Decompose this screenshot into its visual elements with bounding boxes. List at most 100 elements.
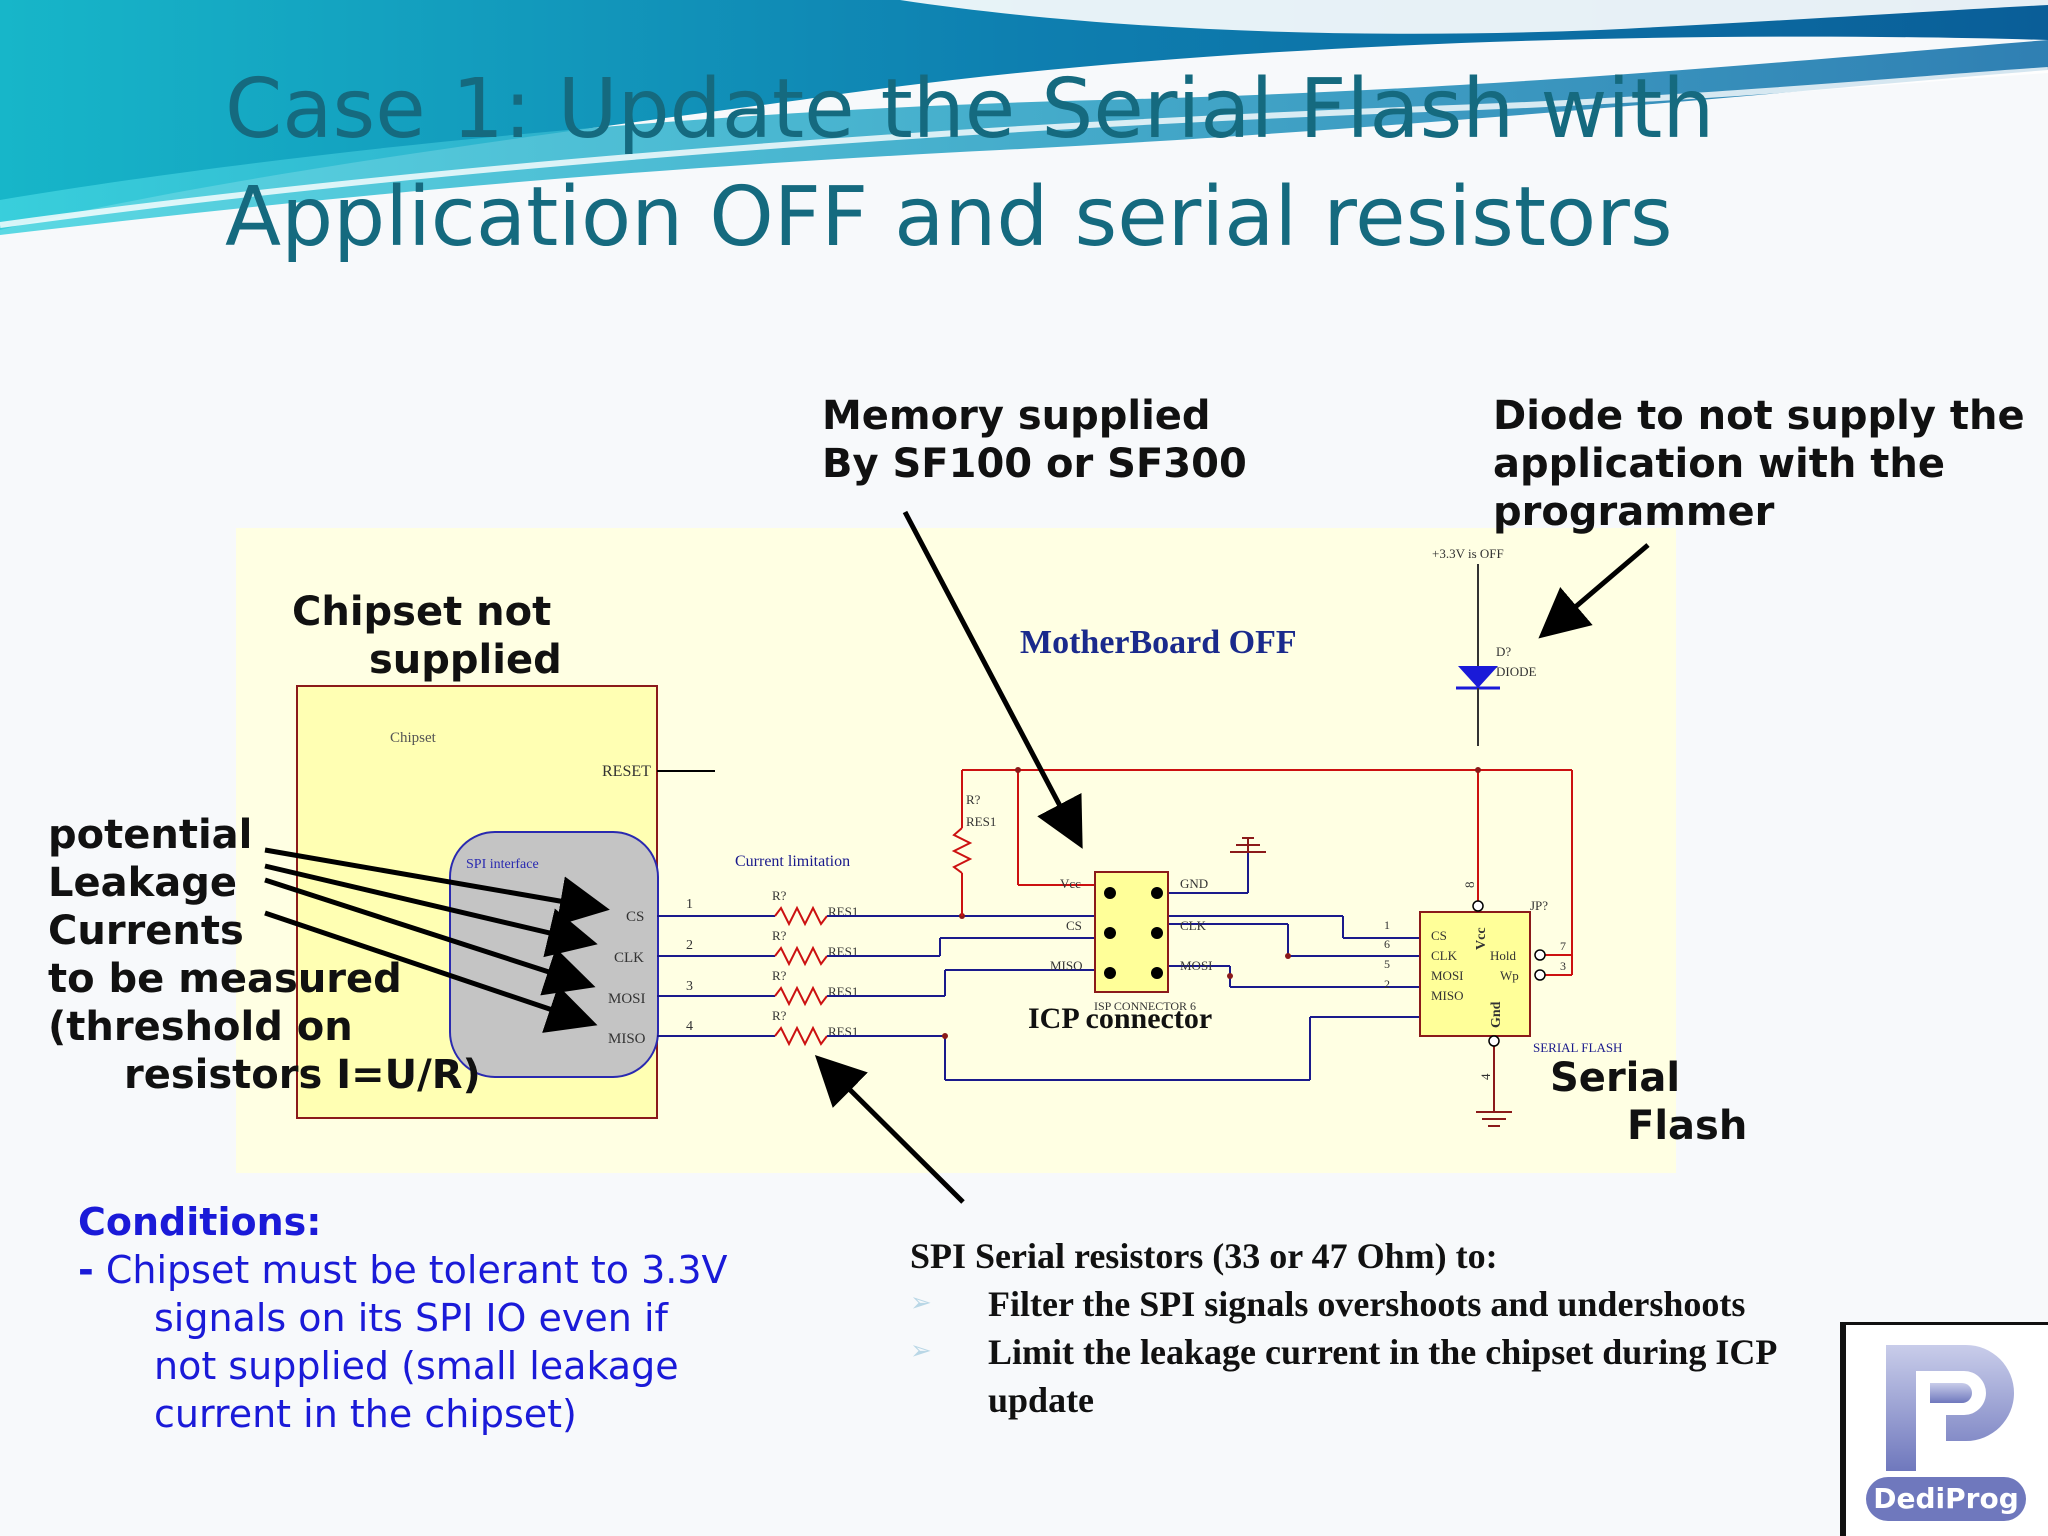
leakage-callout: potential Leakage Currents to be measure… — [48, 811, 481, 1099]
bus-wires — [827, 852, 1420, 1081]
signal-number-3: 3 — [686, 979, 693, 994]
junction-miso — [942, 1033, 948, 1039]
conditions-heading: Conditions: — [78, 1200, 322, 1244]
spi-note-item-2-line-2: update — [988, 1380, 1095, 1420]
flash-gnd-pin — [1488, 1035, 1500, 1047]
leakage-callout-line-5: (threshold on — [48, 1004, 353, 1050]
chipset-pin-mosi: MOSI — [608, 991, 646, 1007]
current-limitation-label: Current limitation — [735, 853, 850, 870]
title-line-1: Case 1: Update the Serial Flash with — [225, 62, 1715, 157]
spi-note-item-1: Filter the SPI signals overshoots and un… — [988, 1284, 1746, 1324]
flash-hold-pin — [1534, 949, 1546, 961]
flash-gnd-num: 4 — [1478, 1073, 1493, 1080]
serial-flash-part-label: SERIAL FLASH — [1533, 1040, 1622, 1055]
flash-pin-vcc: Vcc — [1474, 927, 1489, 950]
serial-flash-callout-line-2: Flash — [1627, 1103, 1748, 1149]
chipset-label: Chipset — [390, 730, 437, 746]
dediprog-logo-mark — [1886, 1345, 2014, 1471]
junction-vcc — [1015, 767, 1021, 773]
isp-connector-label: ISP CONNECTOR 6 — [1094, 999, 1196, 1013]
resistor-ref-1: R? — [772, 888, 787, 903]
jumper-label: JP? — [1530, 898, 1548, 913]
flash-vcc-num: 8 — [1462, 882, 1477, 889]
connector-pin-gnd: GND — [1180, 876, 1208, 891]
reset-pin-label: RESET — [602, 763, 651, 780]
resistor-ref-4: R? — [772, 1008, 787, 1023]
conditions-dash: - — [78, 1248, 94, 1292]
leakage-callout-line-3: Currents — [48, 908, 244, 954]
connector-pins — [1104, 887, 1163, 979]
conditions-line-4: current in the chipset) — [154, 1392, 577, 1436]
leakage-callout-line-2: Leakage — [48, 860, 237, 906]
flash-mosi-num: 5 — [1384, 957, 1390, 971]
chipset-callout-line-1: Chipset not — [292, 589, 552, 635]
icp-connector-label: ICP connector — [1028, 1002, 1213, 1035]
flash-pin-miso: MISO — [1431, 988, 1464, 1003]
spi-interface-label: SPI interface — [466, 857, 539, 872]
leakage-callout-line-4: to be measured — [48, 956, 402, 1002]
junction-mosi — [1227, 973, 1233, 979]
spi-note-item-2-line-1: Limit the leakage current in the chipset… — [988, 1332, 1778, 1372]
chipset-pin-clk: CLK — [614, 950, 644, 966]
flash-pin-hold: Hold — [1490, 948, 1517, 963]
dediprog-logo-text: DediProg — [1866, 1477, 2026, 1521]
flash-clk-num: 6 — [1384, 937, 1390, 951]
spi-bullet-2-icon: ➢ — [910, 1336, 932, 1366]
flash-hold-num: 7 — [1560, 939, 1566, 953]
resistor-ref-2: R? — [772, 928, 787, 943]
connector-pin-clk: CLK — [1180, 918, 1207, 933]
chipset-callout: Chipset not supplied — [292, 588, 562, 684]
flash-wp-num: 3 — [1560, 959, 1566, 973]
leakage-callout-line-1: potential — [48, 812, 253, 858]
conditions-line-1-text: Chipset must be tolerant to 3.3V — [105, 1248, 728, 1292]
serial-flash-callout: Serial Flash — [1550, 1054, 1747, 1150]
connector-pin-vcc: Vcc — [1060, 876, 1081, 891]
diode-callout-line-2: application with the — [1493, 441, 1946, 487]
diode-callout: Diode to not supply the application with… — [1493, 392, 2025, 536]
junction-clk — [1285, 953, 1291, 959]
pullup-ref: R? — [966, 792, 981, 807]
dediprog-logo: DediProg — [1840, 1322, 2048, 1536]
spi-note-heading: SPI Serial resistors (33 or 47 Ohm) to: — [910, 1236, 1498, 1276]
diode-name: DIODE — [1496, 664, 1536, 679]
chipset-pin-miso: MISO — [608, 1031, 646, 1047]
power-off-label: +3.3V is OFF — [1432, 546, 1504, 561]
signal-number-1: 1 — [686, 897, 693, 912]
ground-symbol-bottom — [1476, 1041, 1512, 1127]
flash-vcc-pin — [1472, 900, 1484, 912]
memory-callout-line-2: By SF100 or SF300 — [822, 441, 1247, 487]
pullup-name: RES1 — [966, 814, 996, 829]
resistor-ref-3: R? — [772, 968, 787, 983]
title-line-2: Application OFF and serial resistors — [225, 170, 1673, 265]
power-rail — [951, 769, 1573, 976]
flash-pin-mosi: MOSI — [1431, 968, 1464, 983]
diode-ref: D? — [1496, 644, 1511, 659]
chipset-callout-line-2: supplied — [369, 637, 562, 683]
flash-cs-num: 1 — [1384, 918, 1390, 932]
spi-bullet-1-icon: ➢ — [910, 1288, 932, 1318]
flash-wp-pin — [1534, 969, 1546, 981]
memory-supply-callout: Memory supplied By SF100 or SF300 — [822, 392, 1247, 488]
flash-pin-wp: Wp — [1500, 968, 1519, 983]
motherboard-off-label: MotherBoard OFF — [1020, 624, 1297, 661]
signal-number-2: 2 — [686, 938, 693, 953]
conditions-line-1: - Chipset must be tolerant to 3.3V — [78, 1246, 728, 1294]
memory-callout-line-1: Memory supplied — [822, 393, 1211, 439]
connector-pin-miso: MISO — [1050, 958, 1083, 973]
chipset-pin-cs: CS — [626, 909, 644, 925]
conditions-line-2: signals on its SPI IO even if — [154, 1296, 668, 1340]
diode-callout-line-1: Diode to not supply the — [1493, 393, 2025, 439]
flash-miso-num: 2 — [1384, 977, 1390, 991]
flash-pin-clk: CLK — [1431, 948, 1458, 963]
signal-number-4: 4 — [686, 1019, 693, 1034]
connector-pin-cs: CS — [1066, 918, 1082, 933]
series-resistors — [774, 905, 828, 1047]
spi-signal-wires — [657, 915, 775, 1037]
diode-symbol — [1458, 666, 1498, 688]
serial-flash-chip — [1419, 911, 1531, 1037]
ground-symbol-top — [1230, 837, 1266, 853]
leakage-callout-line-6: resistors I=U/R) — [124, 1052, 481, 1098]
flash-pin-gnd: Gnd — [1489, 1001, 1504, 1028]
